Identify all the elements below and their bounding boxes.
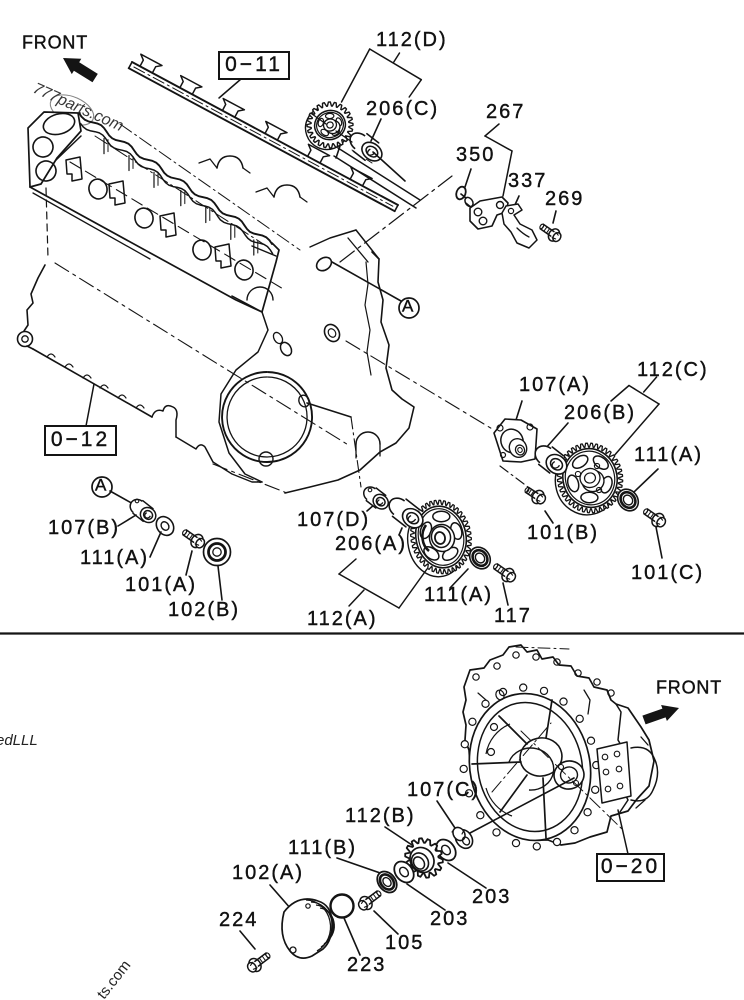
- svg-text:102(A): 102(A): [232, 862, 304, 884]
- svg-text:350: 350: [456, 144, 495, 166]
- svg-text:111(A): 111(A): [80, 547, 149, 569]
- svg-text:111(A): 111(A): [634, 444, 703, 466]
- svg-text:101(C): 101(C): [631, 562, 704, 584]
- svg-text:206(B): 206(B): [564, 402, 636, 424]
- svg-text:111(A): 111(A): [424, 584, 493, 606]
- svg-text:267: 267: [486, 101, 525, 123]
- svg-text:107(C): 107(C): [407, 779, 480, 801]
- svg-text:107(D): 107(D): [297, 509, 370, 531]
- svg-text:107(A): 107(A): [519, 374, 591, 396]
- svg-text:edLLL: edLLL: [0, 732, 38, 749]
- svg-text:203: 203: [472, 886, 511, 908]
- svg-text:0−12: 0−12: [51, 428, 110, 451]
- svg-text:112(C): 112(C): [637, 359, 709, 381]
- svg-text:105: 105: [385, 932, 424, 954]
- svg-text:A: A: [95, 476, 107, 495]
- svg-text:203: 203: [430, 908, 469, 930]
- svg-text:A: A: [402, 297, 414, 316]
- svg-text:223: 223: [347, 954, 386, 976]
- svg-text:112(D): 112(D): [376, 29, 448, 51]
- svg-text:111(B): 111(B): [288, 837, 357, 859]
- svg-text:117: 117: [494, 605, 532, 627]
- svg-text:FRONT: FRONT: [656, 677, 722, 697]
- svg-text:101(B): 101(B): [527, 522, 599, 544]
- svg-text:FRONT: FRONT: [22, 32, 88, 52]
- svg-text:0−20: 0−20: [601, 855, 660, 878]
- svg-text:112(B): 112(B): [345, 805, 416, 827]
- svg-text:269: 269: [545, 188, 584, 210]
- svg-text:102(B): 102(B): [168, 599, 240, 621]
- svg-text:206(C): 206(C): [366, 98, 439, 120]
- svg-text:112(A): 112(A): [307, 608, 378, 630]
- svg-text:224: 224: [219, 909, 258, 931]
- svg-text:337: 337: [508, 170, 547, 192]
- svg-text:107(B): 107(B): [48, 517, 120, 539]
- svg-text:0−11: 0−11: [225, 53, 283, 76]
- svg-text:206(A): 206(A): [335, 533, 407, 555]
- svg-text:101(A): 101(A): [125, 574, 197, 596]
